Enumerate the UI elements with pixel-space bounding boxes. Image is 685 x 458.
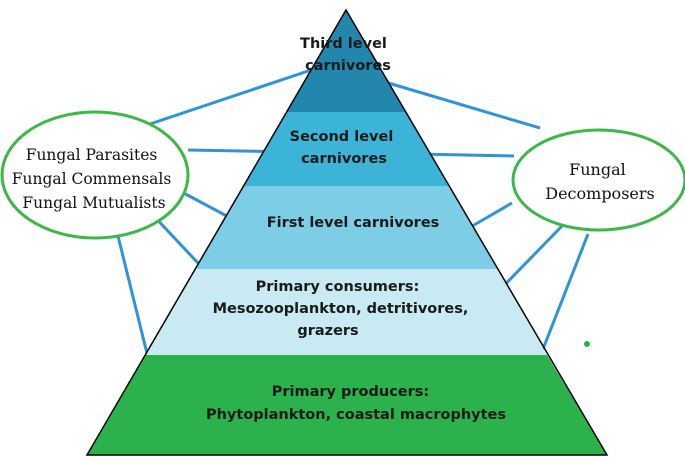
tier-primary-producers-line-2: Phytoplankton, coastal macrophytes [206,407,506,423]
tier-labels: Third level carnivores Second level carn… [206,36,506,423]
tier-primary-consumers [145,269,547,355]
tier-second-level-line-1: Second level [290,129,394,145]
right-oval-shape [511,128,685,232]
tier-primary-consumers-line-2: Mesozooplankton, detritivores, [213,301,469,317]
tier-primary-consumers-line-3: grazers [297,323,358,339]
left-oval-shape [0,110,190,240]
tier-third-level-label: Third level carnivores [300,36,392,74]
right-oval-label: Fungal Decomposers [545,160,654,203]
connector-left-top [149,61,333,126]
tier-first-level-line-1: First level carnivores [267,215,440,231]
tier-third-level-line-1: Third level [300,36,387,52]
tier-first-level [195,186,497,269]
tier-second-level [243,112,449,186]
left-oval-label: Fungal Parasites Fungal Commensals Funga… [12,146,177,212]
right-oval-line-2: Decomposers [545,184,654,203]
tier-primary-producers [87,355,607,455]
connector-lines [116,61,590,399]
tier-second-level-line-2: carnivores [301,151,387,167]
tier-first-level-label: First level carnivores [267,215,440,231]
tier-third-level [286,10,406,112]
fungal-symbionts-oval: Fungal Parasites Fungal Commensals Funga… [0,110,190,240]
tier-second-level-label: Second level carnivores [290,129,399,167]
tier-third-level-line-2: carnivores [305,58,391,74]
fungal-decomposers-oval: Fungal Decomposers [511,128,685,232]
tier-primary-producers-label: Primary producers: Phytoplankton, coasta… [206,384,506,423]
tier-primary-producers-line-1: Primary producers: [272,384,430,400]
left-oval-line-2: Fungal Commensals [12,170,172,188]
trophic-pyramid [85,8,609,456]
left-oval-line-1: Fungal Parasites [26,146,158,164]
right-oval-line-1: Fungal [569,160,626,179]
tier-primary-consumers-line-1: Primary consumers: [256,279,420,295]
left-oval-line-3: Fungal Mutualists [22,194,165,212]
connector-right-top [384,80,541,130]
tier-primary-consumers-label: Primary consumers: Mesozooplankton, detr… [213,279,474,339]
pyramid-outline [85,8,609,456]
decorative-dot [584,341,590,347]
